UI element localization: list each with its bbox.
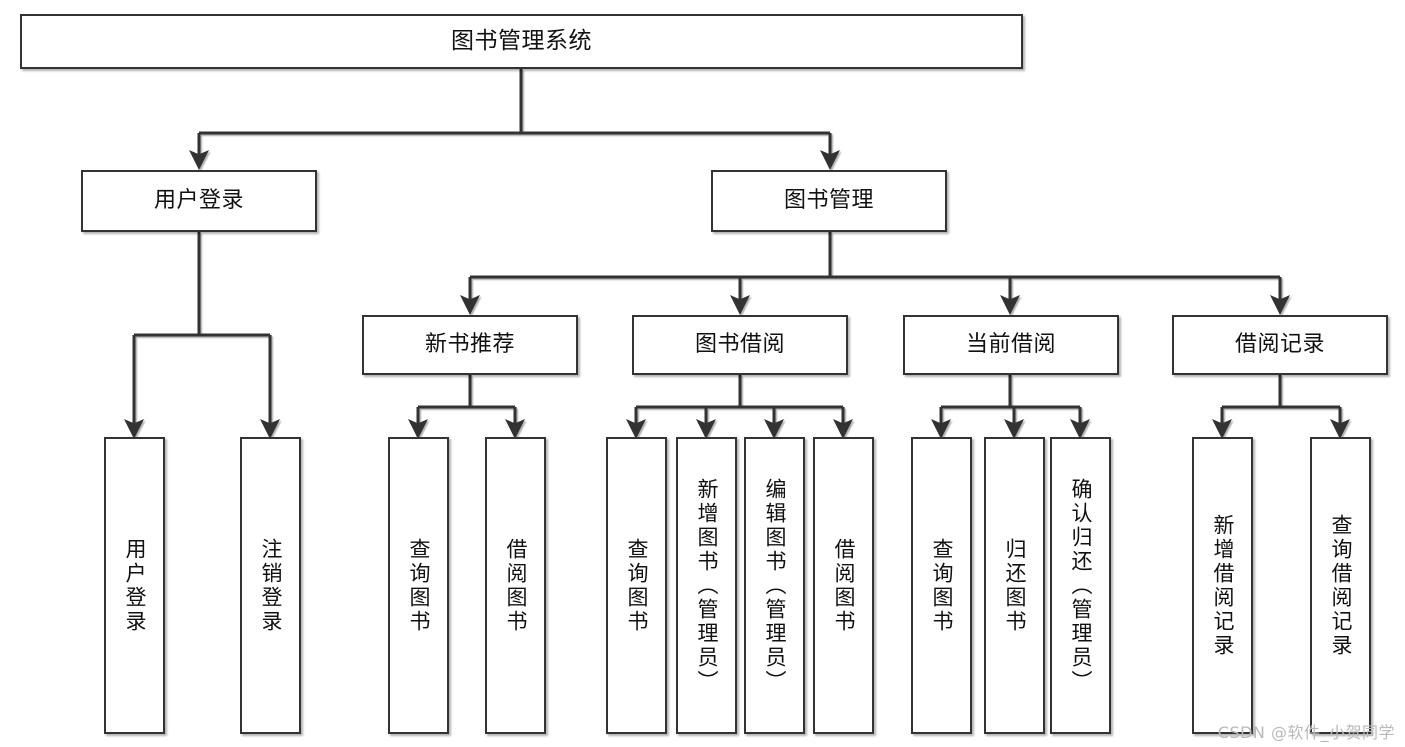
connector-group-root [189,69,840,170]
node-label-leaf-user-login: 用户登录 [123,537,147,634]
node-book-manage[interactable]: 图书管理 [711,170,947,232]
node-leaf-add-record[interactable]: 新增借阅记录 [1192,437,1253,734]
node-label-leaf-add-record: 新增借阅记录 [1211,513,1235,658]
node-leaf-user-login[interactable]: 用户登录 [104,437,165,734]
node-label-root: 图书管理系统 [451,28,592,55]
node-label-leaf-borrow-book-2: 借阅图书 [832,537,856,634]
node-label-current-borrow: 当前借阅 [965,332,1056,358]
node-label-leaf-edit-book: 编辑图书（管理员） [763,477,787,694]
connector-group-user-login [124,232,280,439]
node-label-new-book-recommend: 新书推荐 [424,332,515,358]
node-label-leaf-query-record: 查询借阅记录 [1329,513,1353,658]
node-label-borrow-record: 借阅记录 [1234,332,1325,358]
node-label-book-manage: 图书管理 [783,188,874,214]
node-new-book-recommend[interactable]: 新书推荐 [362,315,578,375]
node-leaf-query-book-2[interactable]: 查询图书 [606,437,667,734]
node-label-leaf-query-book-1: 查询图书 [407,537,431,634]
node-leaf-add-book[interactable]: 新增图书（管理员） [676,437,737,734]
node-label-leaf-logout: 注销登录 [259,537,283,634]
node-leaf-edit-book[interactable]: 编辑图书（管理员） [744,437,805,734]
node-leaf-borrow-book-1[interactable]: 借阅图书 [485,437,546,734]
node-label-book-borrow: 图书借阅 [694,332,785,358]
node-label-user-login: 用户登录 [153,188,244,214]
node-root-system[interactable]: 图书管理系统 [20,14,1023,69]
node-leaf-return-book[interactable]: 归还图书 [984,437,1045,734]
node-leaf-query-book-3[interactable]: 查询图书 [911,437,972,734]
node-user-login[interactable]: 用户登录 [81,170,317,232]
node-leaf-confirm-return[interactable]: 确认归还（管理员） [1050,437,1111,734]
node-leaf-query-book-1[interactable]: 查询图书 [388,437,449,734]
node-current-borrow[interactable]: 当前借阅 [903,315,1119,375]
connector-group-borrow-record [1212,375,1350,439]
node-label-leaf-query-book-3: 查询图书 [930,537,954,634]
node-label-leaf-borrow-book-1: 借阅图书 [504,537,528,634]
node-borrow-record[interactable]: 借阅记录 [1172,315,1388,375]
node-label-leaf-confirm-return: 确认归还（管理员） [1069,477,1093,694]
connector-group-current-borrow [931,375,1090,439]
node-book-borrow[interactable]: 图书借阅 [632,315,848,375]
node-label-leaf-add-book: 新增图书（管理员） [695,477,719,694]
node-leaf-borrow-book-2[interactable]: 借阅图书 [813,437,874,734]
node-leaf-logout[interactable]: 注销登录 [240,437,301,734]
connector-group-new-book-recommend [408,375,525,439]
node-label-leaf-query-book-2: 查询图书 [625,537,649,634]
connector-group-book-manage [460,232,1290,315]
node-label-leaf-return-book: 归还图书 [1003,537,1027,634]
node-leaf-query-record[interactable]: 查询借阅记录 [1310,437,1371,734]
connector-group-book-borrow [626,375,853,439]
